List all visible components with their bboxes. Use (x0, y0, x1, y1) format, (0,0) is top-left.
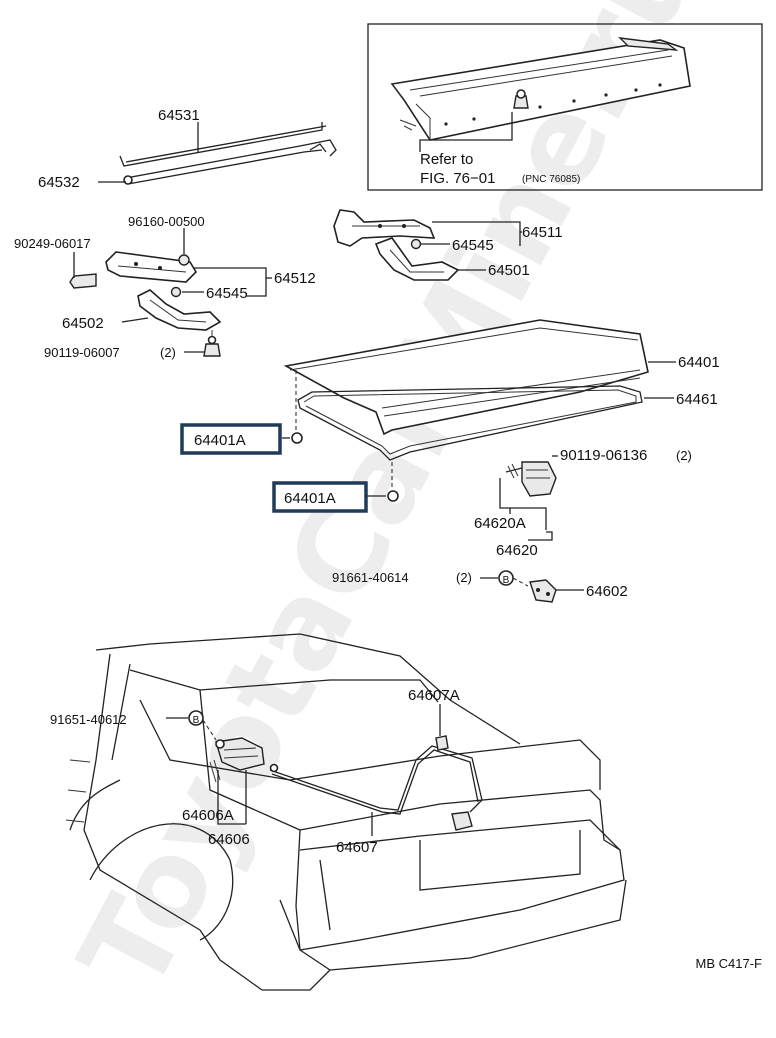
label-64502: 64502 (62, 315, 104, 332)
label-90249-06017: 90249-06017 (14, 236, 91, 251)
label-90119-06007: 90119-06007 (44, 345, 120, 360)
label-90119-06136: 90119-06136 (560, 447, 647, 464)
striker-panel-icon (451, 811, 473, 831)
label-64532: 64532 (38, 174, 80, 191)
reference-inset: Refer to FIG. 76−01 (PNC 76085) (367, 23, 763, 191)
label-64620: 64620 (496, 542, 538, 559)
label-64531: 64531 (158, 107, 200, 124)
label-64512: 64512 (274, 270, 316, 287)
washer-64545-left-icon (170, 286, 182, 298)
spoiler-drawing (390, 37, 691, 152)
lock-assembly-group: B (480, 455, 584, 603)
label-64602: 64602 (586, 583, 628, 600)
cable-clamp-64607A-icon (435, 735, 449, 751)
watermark-text: ToyotaCarMine.ru (53, 0, 726, 1013)
label-96160-00500: 96160-00500 (128, 214, 205, 229)
label-64401A-1: 64401A (194, 432, 246, 449)
label-64545-left: 64545 (206, 285, 248, 302)
reference-text-line2: FIG. 76−01 (420, 170, 495, 187)
bolt-90119-06007-icon (203, 343, 221, 357)
hinge-arm-64502-icon (137, 289, 222, 331)
qty-90119-06007: (2) (160, 345, 176, 360)
label-64511: 64511 (522, 224, 563, 241)
striker-64602-icon (529, 579, 557, 603)
label-64607A: 64607A (408, 687, 460, 704)
release-cable-group: B (166, 704, 483, 836)
highlight-box-64401A-1 (180, 423, 282, 455)
highlight-box-64401A-2 (272, 481, 368, 513)
qty-91661-40614: (2) (456, 570, 472, 585)
label-64401: 64401 (678, 354, 720, 371)
weatherstrip-64461-icon (297, 385, 643, 461)
label-64607: 64607 (336, 839, 378, 856)
hinge-64512-icon (105, 251, 198, 283)
label-64606: 64606 (208, 831, 250, 848)
qty-90119-06136: (2) (676, 448, 692, 463)
lock-cylinder-64606A-icon (215, 737, 265, 771)
reference-text-line1: Refer to (420, 151, 473, 168)
label-64501: 64501 (488, 262, 530, 279)
washer-64545-right-icon (410, 238, 422, 250)
label-64401A-2: 64401A (284, 490, 336, 507)
bolt-90249-icon (69, 273, 97, 289)
right-hinge-group (333, 209, 522, 281)
inset-frame (367, 23, 763, 191)
bolt-91651-40612-icon (188, 710, 204, 726)
reference-pnc: (PNC 76085) (522, 174, 580, 185)
bolt-mark-1: B (503, 575, 510, 586)
left-hinge-group (69, 228, 272, 357)
nut-96160-icon (178, 254, 190, 266)
car-rear-body (65, 633, 627, 991)
label-64545-right: 64545 (452, 237, 494, 254)
trunk-lid-group (282, 319, 676, 502)
hinge-64511-icon (333, 209, 436, 247)
label-91661-40614: 91661-40614 (332, 570, 409, 585)
label-91651-40612: 91651-40612 (50, 712, 127, 727)
label-64606A: 64606A (182, 807, 234, 824)
label-64461: 64461 (676, 391, 718, 408)
lock-64620A-icon (521, 461, 557, 497)
support-rods (98, 122, 337, 185)
label-64620A: 64620A (474, 515, 526, 532)
cushion-64401A-icon (291, 432, 303, 444)
figure-code: MB C417-F (696, 956, 763, 971)
trunk-lid-64401-icon (283, 319, 649, 436)
cushion-64401A-icon (387, 490, 399, 502)
bolt-mark-2: B (193, 715, 200, 726)
